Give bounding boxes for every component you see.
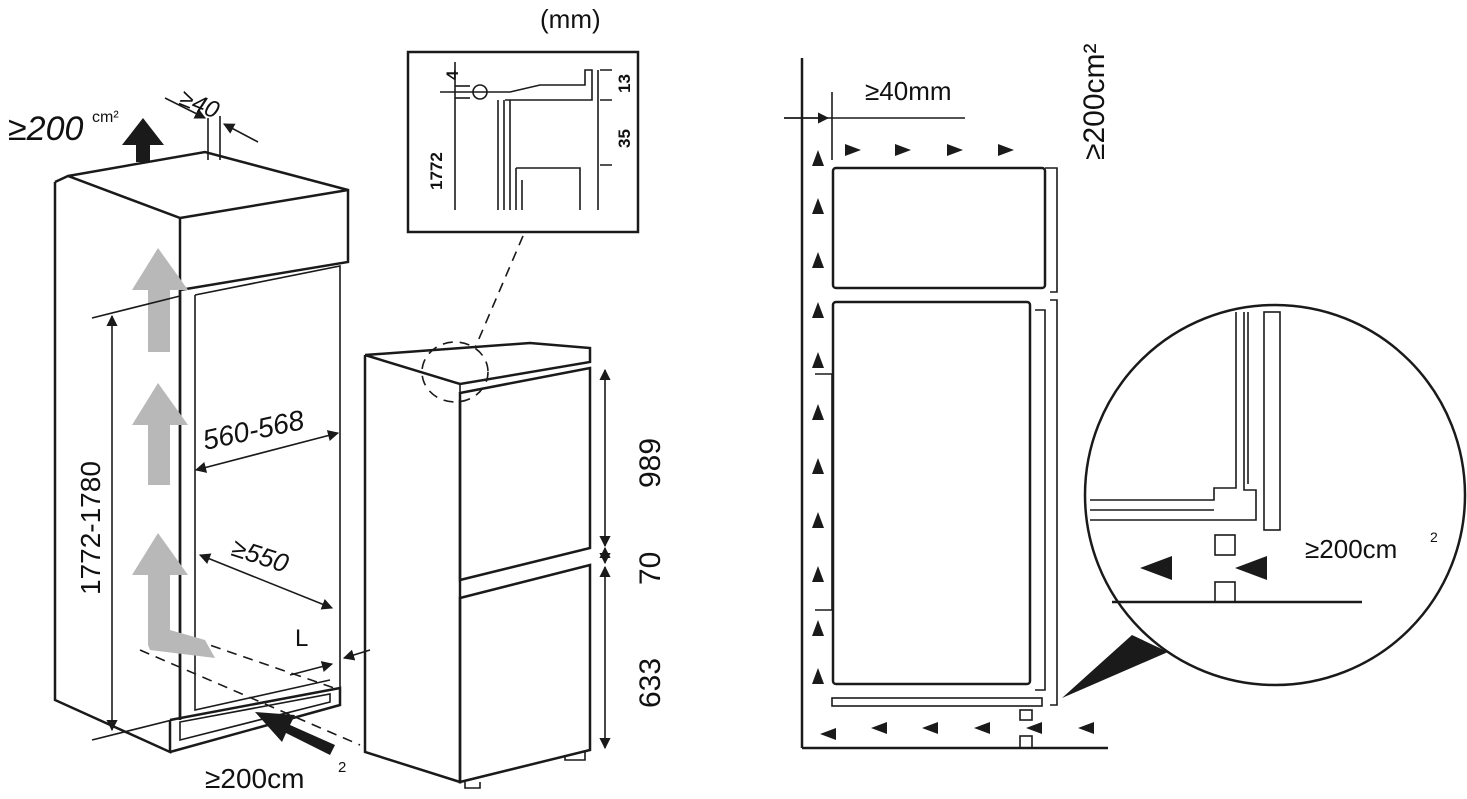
top-gap-label: ≥40 [176,85,224,125]
detail-arrow-right [1235,556,1267,580]
side-gap-label: L [295,625,308,652]
inset-dim-top: 4 [443,70,462,80]
inset-dim-height: 1772 [427,152,446,190]
unit-label: (mm) [540,4,601,34]
airflow-arrow-bottom [132,533,215,658]
right-vent-vertical: ≥200cm² [1078,43,1111,160]
airflow-arrow-middle [132,383,188,485]
top-vent-arrow [122,118,164,162]
top-vent-unit: cm² [92,109,119,126]
side-section-drawing [784,58,1108,750]
height-range-label: 1772-1780 [75,461,106,595]
bottom-vent-label: ≥200cm [205,763,304,794]
appliance-drawing [363,341,592,789]
top-vent-label: ≥200 [8,110,83,148]
upper-door-dim: 989 [634,438,667,488]
lower-door-dim: 633 [634,658,667,708]
detail-vent-sup: 2 [1430,529,1438,545]
detail-vent-label: ≥200cm [1305,534,1397,564]
vent-detail-circle [1083,303,1467,687]
width-range-label: 560-568 [200,404,307,456]
detail-arrow-left [1140,556,1172,580]
inset-dim-35: 35 [615,129,634,148]
bottom-vent-sup: 2 [338,759,346,776]
inset-dim-13: 13 [615,74,634,93]
airflow-arrows [132,248,215,658]
rear-airflow-arrows [812,144,1094,740]
depth-min-label: ≥550 [228,532,293,579]
right-top-gap-label: ≥40mm [865,76,952,106]
bottom-vent-arrow [255,712,335,755]
hinge-detail-inset [406,50,640,234]
airflow-arrow-top [132,248,188,352]
detail-leader [1062,635,1168,698]
gap-dim: 70 [634,552,667,585]
